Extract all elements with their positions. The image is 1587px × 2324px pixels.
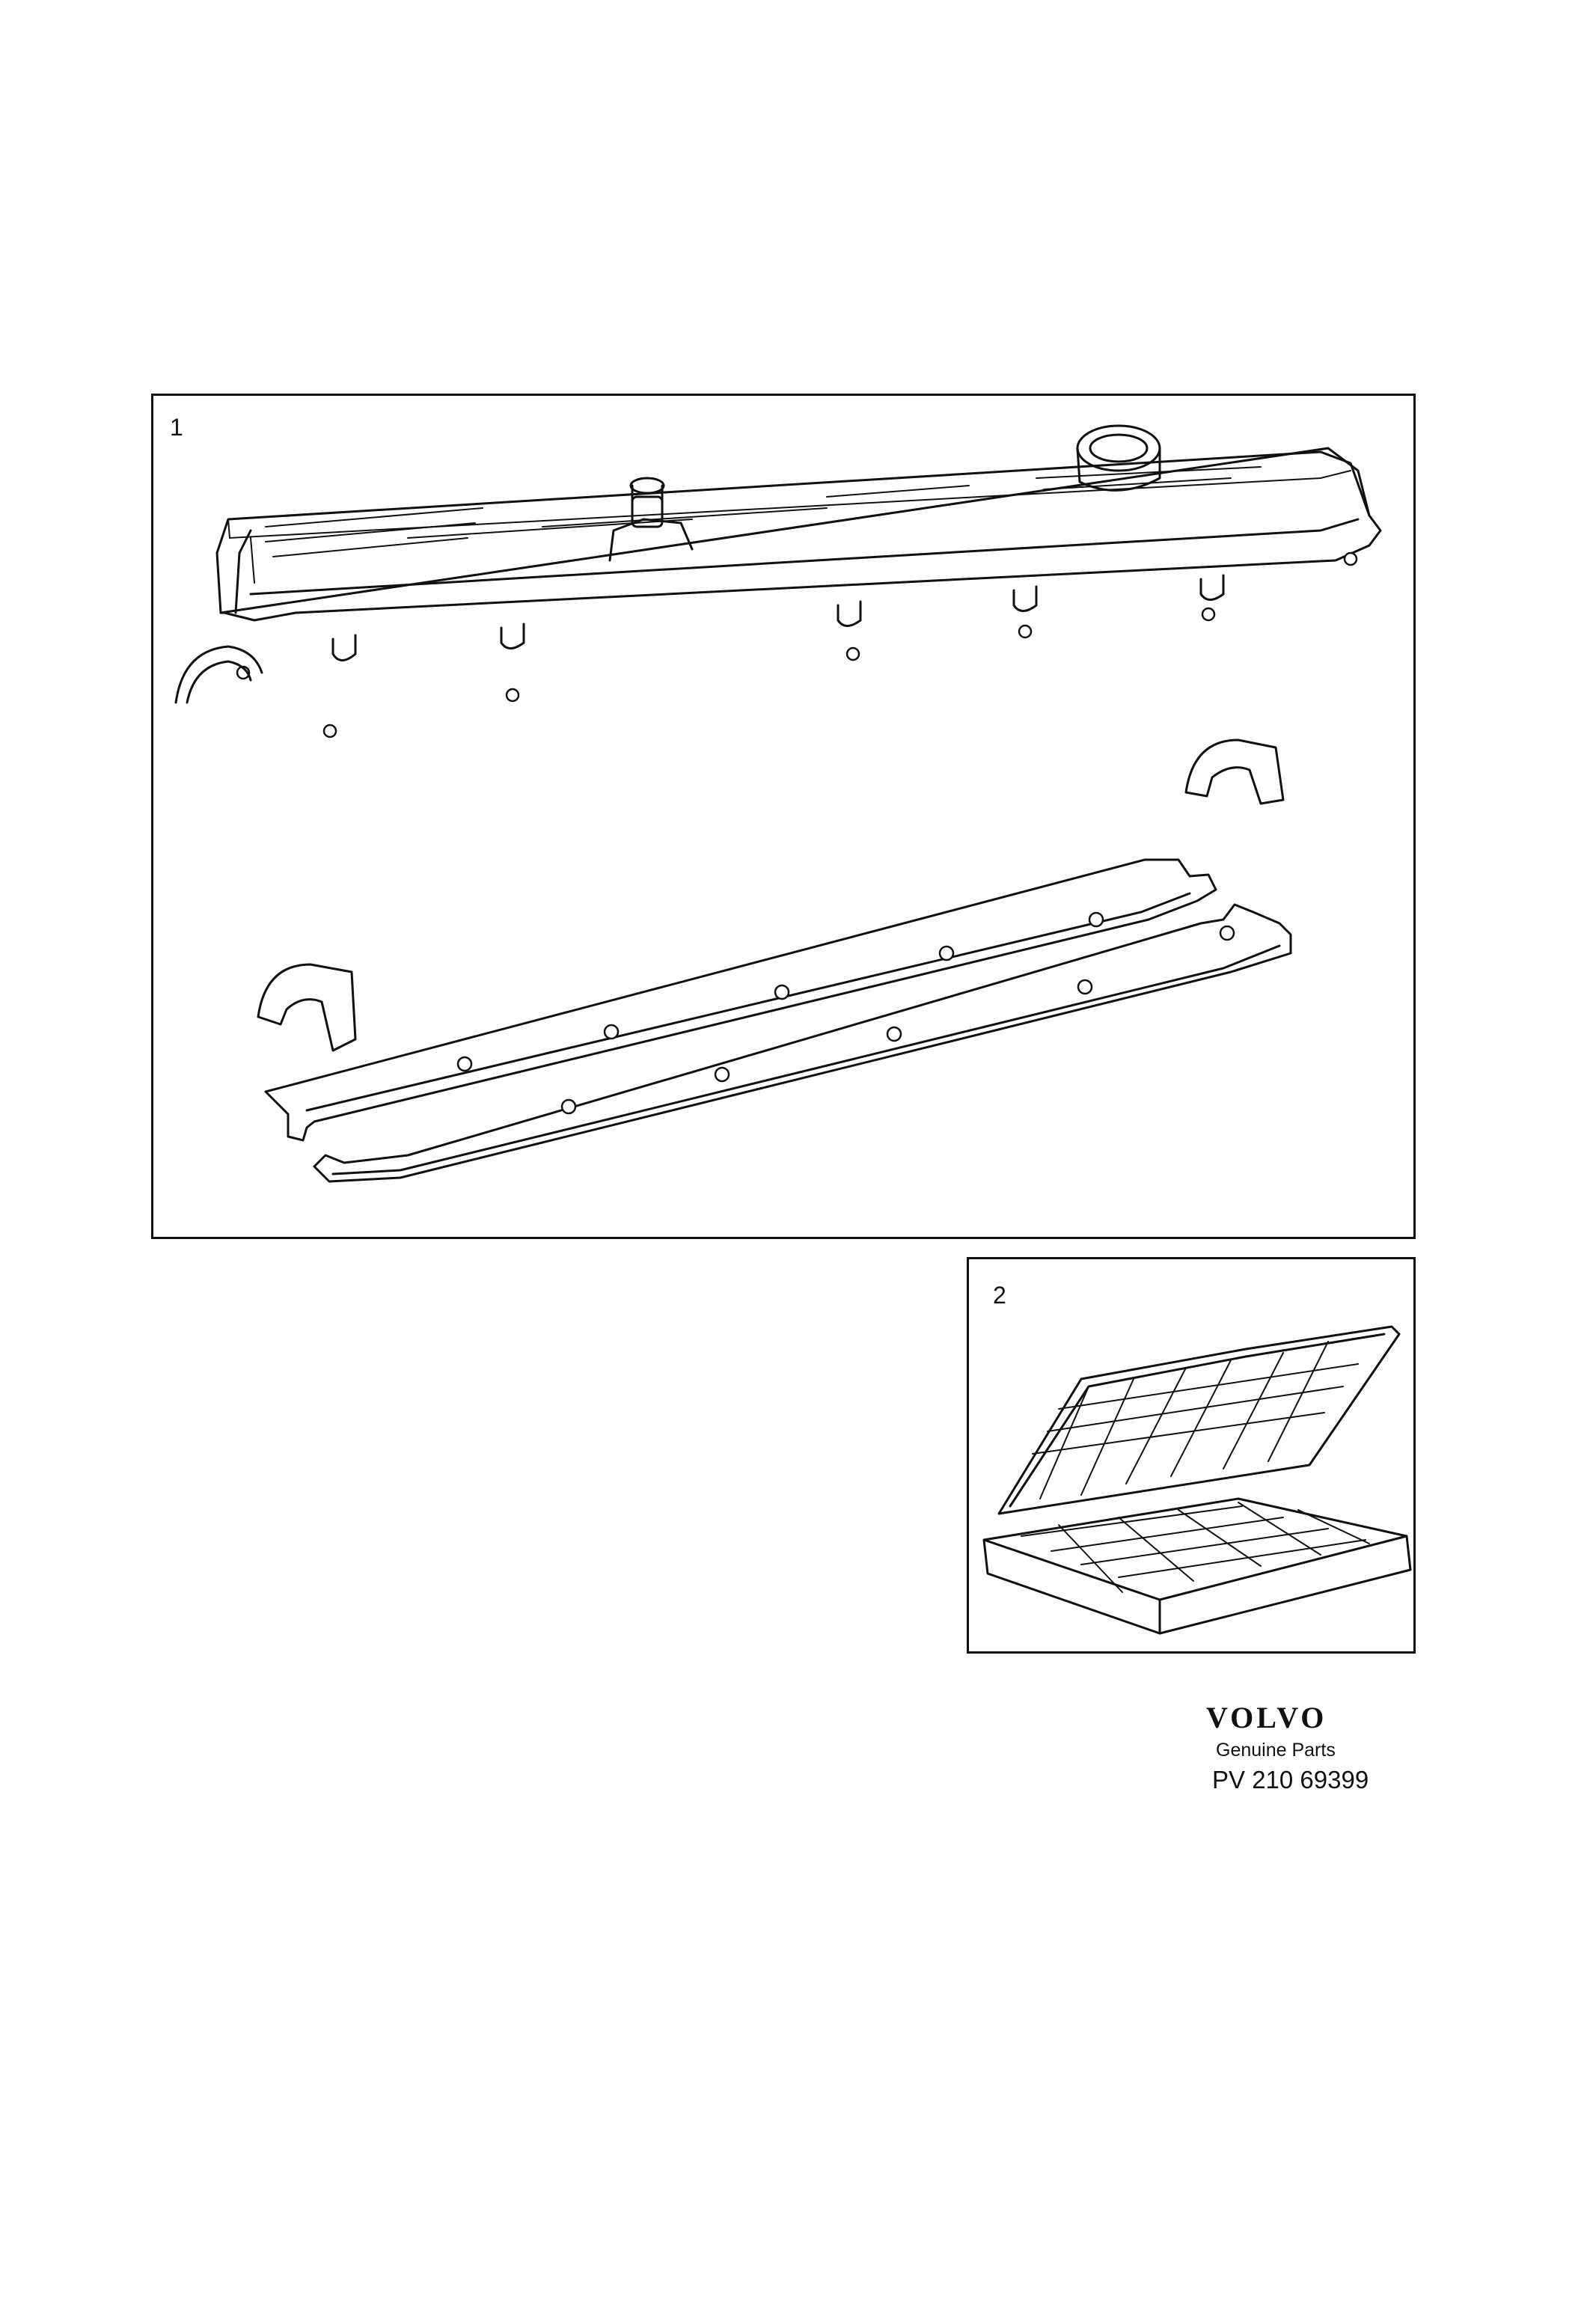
valve-cover-illustration	[174, 424, 1382, 1183]
part-number: PV 210 69399	[1212, 1766, 1369, 1794]
panel-number: 1	[170, 414, 183, 441]
valve-cover-gaskets	[264, 858, 1292, 1183]
storage-box	[982, 1325, 1412, 1635]
brand-logo: VOLVO	[1206, 1701, 1327, 1734]
parts-box-illustration	[982, 1325, 1412, 1635]
panel-number: 2	[993, 1282, 1006, 1309]
illustration-panel-2: 2	[967, 1257, 1416, 1654]
brand-tagline: Genuine Parts	[1216, 1740, 1336, 1761]
valve-cover	[174, 424, 1382, 739]
half-moon-seals	[257, 739, 1285, 1052]
illustration-panel-1: 1	[151, 394, 1416, 1239]
